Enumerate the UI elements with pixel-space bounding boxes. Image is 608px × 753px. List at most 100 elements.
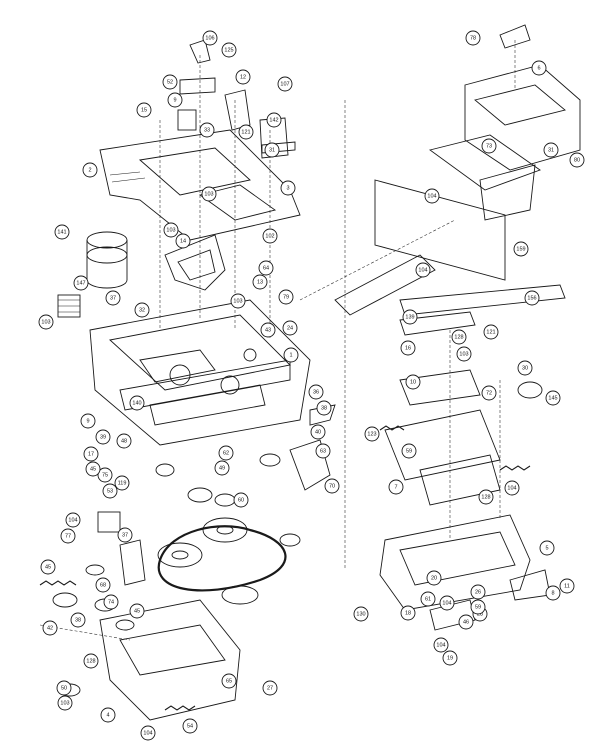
part-callout-label: 68 — [100, 583, 106, 589]
part-callout: 10 — [405, 374, 421, 390]
part-callout-label: 4 — [106, 713, 109, 719]
part-callout-label: 141 — [57, 230, 66, 236]
part-callout: 119 — [114, 475, 130, 491]
part-callout-label: 104 — [143, 731, 152, 737]
part-callout: 103 — [163, 222, 179, 238]
part-callout-label: 13 — [257, 280, 263, 286]
part-callout: 40 — [310, 424, 326, 440]
part-callout: 104 — [415, 262, 431, 278]
part-callout: 20 — [426, 570, 442, 586]
part-callout-label: 104 — [418, 268, 427, 274]
part-callout: 140 — [129, 395, 145, 411]
part-callout-label: 62 — [223, 451, 229, 457]
part-callout-label: 140 — [132, 401, 141, 407]
part-callout-label: 78 — [470, 36, 476, 42]
part-callout-label: 3 — [286, 186, 289, 192]
part-callout-label: 1 — [289, 353, 292, 359]
part-callout: 31 — [543, 142, 559, 158]
part-callout-label: 36 — [313, 390, 319, 396]
part-callout-label: 11 — [564, 584, 570, 590]
part-callout-label: 128 — [86, 659, 95, 665]
part-callout: 37 — [105, 290, 121, 306]
part-callout: 156 — [524, 290, 540, 306]
part-callout-label: 27 — [267, 686, 273, 692]
part-callout: 9 — [167, 92, 183, 108]
part-callout: 38 — [70, 612, 86, 628]
right-base-frame — [379, 514, 551, 631]
top-small-parts — [159, 39, 296, 340]
part-callout-label: 17 — [88, 452, 94, 458]
part-callout: 12 — [235, 69, 251, 85]
part-callout-label: 59 — [406, 449, 412, 455]
drive-pulleys — [155, 453, 301, 605]
part-callout: 59 — [470, 599, 486, 615]
part-callout-label: 103 — [233, 299, 242, 305]
part-callout-label: 106 — [205, 36, 214, 42]
part-callout: 73 — [481, 138, 497, 154]
part-callout: 77 — [60, 528, 76, 544]
part-callout-label: 54 — [187, 724, 193, 730]
part-callout: 5 — [539, 540, 555, 556]
part-callout: 159 — [513, 241, 529, 257]
part-callout: 18 — [400, 605, 416, 621]
part-callout-label: 142 — [269, 118, 278, 124]
mid-levers — [119, 404, 336, 586]
part-callout: 27 — [262, 680, 278, 696]
part-callout: 52 — [162, 74, 178, 90]
part-callout-label: 16 — [405, 346, 411, 352]
part-callout: 123 — [364, 426, 380, 442]
motor-cylinder — [86, 231, 128, 289]
part-callout-label: 80 — [574, 158, 580, 164]
part-callout: 30 — [517, 360, 533, 376]
part-callout: 26 — [470, 584, 486, 600]
part-callout: 61 — [420, 591, 436, 607]
bracket-arm-14 — [164, 234, 226, 291]
part-callout-label: 31 — [269, 148, 275, 154]
part-callout: 125 — [221, 42, 237, 58]
bottom-base-plate — [39, 599, 241, 721]
part-callout-label: 123 — [367, 432, 376, 438]
part-callout-label: 104 — [427, 194, 436, 200]
part-callout: 16 — [400, 340, 416, 356]
part-callout-label: 156 — [527, 296, 536, 302]
part-callout: 62 — [218, 445, 234, 461]
part-callout-label: 73 — [486, 144, 492, 150]
part-callout-label: 43 — [265, 328, 271, 334]
part-callout: 104 — [140, 725, 156, 741]
part-callout: 54 — [182, 718, 198, 734]
part-callout: 4 — [100, 707, 116, 723]
part-callout-label: 38 — [75, 618, 81, 624]
part-callout: 68 — [95, 577, 111, 593]
part-callout-label: 102 — [265, 234, 274, 240]
part-callout: 70 — [324, 478, 340, 494]
part-callout: 128 — [83, 653, 99, 669]
part-callout-label: 10 — [410, 380, 416, 386]
part-callout-label: 119 — [118, 481, 127, 487]
part-callout-label: 26 — [475, 590, 481, 596]
part-callout-label: 38 — [321, 406, 327, 412]
part-callout: 13 — [252, 274, 268, 290]
part-callout-label: 12 — [240, 75, 246, 81]
part-callout: 106 — [202, 30, 218, 46]
part-callout: 65 — [221, 673, 237, 689]
part-callout: 8 — [545, 585, 561, 601]
part-callout: 7 — [388, 479, 404, 495]
part-callout-label: 32 — [139, 308, 145, 314]
part-callout: 142 — [266, 112, 282, 128]
part-callout: 103 — [456, 346, 472, 362]
part-callout: 128 — [451, 329, 467, 345]
part-callout: 38 — [316, 400, 332, 416]
part-callout: 50 — [56, 680, 72, 696]
part-callout-label: 121 — [486, 330, 495, 336]
part-callout: 139 — [402, 309, 418, 325]
part-callout-label: 46 — [463, 620, 469, 626]
part-callout-label: 30 — [522, 366, 528, 372]
part-callout: 24 — [282, 320, 298, 336]
part-callout-label: 60 — [238, 498, 244, 504]
part-callout: 128 — [478, 489, 494, 505]
part-callout: 145 — [545, 390, 561, 406]
part-callout: 64 — [258, 260, 274, 276]
part-callout-label: 45 — [90, 467, 96, 473]
part-callout-label: 8 — [551, 591, 554, 597]
